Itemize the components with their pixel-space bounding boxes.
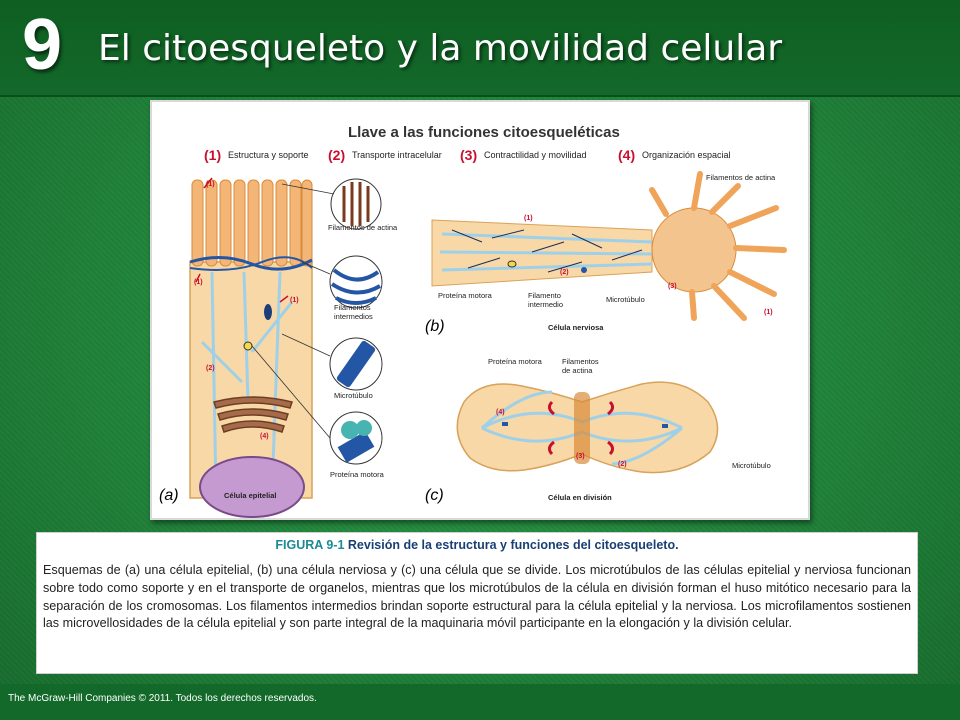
marker-c-2: (2) <box>618 461 627 468</box>
key-num-3: (3) <box>460 147 477 163</box>
label-a-intermediate-2: intermedios <box>334 312 373 321</box>
label-a-actin: Filamentos de actina <box>328 223 398 232</box>
label-b-intermediate-2: intermedio <box>528 300 563 309</box>
label-c-cell: Célula en división <box>548 493 612 502</box>
key-label-1: Estructura y soporte <box>228 150 309 160</box>
label-c-motor: Proteína motora <box>488 357 543 366</box>
caption-title: FIGURA 9-1 Revisión de la estructura y f… <box>37 538 917 552</box>
caption-body: Esquemas de (a) una célula epitelial, (b… <box>43 563 911 631</box>
label-b-intermediate-1: Filamento <box>528 291 561 300</box>
label-b-microtubule: Microtúbulo <box>606 295 645 304</box>
panel-a-labels: Filamentos de actina Filamentos intermed… <box>224 223 398 500</box>
slide-header: 9 El citoesqueleto y la movilidad celula… <box>0 0 960 97</box>
panel-b-labels: Filamentos de actina Proteína motora Fil… <box>438 173 776 332</box>
panel-letter-b: (b) <box>422 318 448 336</box>
marker-b-3: (3) <box>668 283 677 290</box>
marker-a-2: (2) <box>206 365 215 372</box>
key-label-3: Contractilidad y movilidad <box>484 150 587 160</box>
figure-panel: Llave a las funciones citoesqueléticas (… <box>150 100 810 520</box>
caption-figure-description: Revisión de la estructura y funciones de… <box>347 538 679 552</box>
label-c-microtubule: Microtúbulo <box>732 461 771 470</box>
panel-c-labels: Proteína motora Filamentos de actina Mic… <box>488 357 771 502</box>
marker-c-3: (3) <box>576 453 585 460</box>
label-b-cell: Célula nerviosa <box>548 323 604 332</box>
panel-letter-c: (c) <box>422 487 447 505</box>
label-c-actin-1: Filamentos <box>562 357 599 366</box>
slide-title: El citoesqueleto y la movilidad celular <box>98 28 783 69</box>
copyright-notice: The McGraw-Hill Companies © 2011. Todos … <box>8 693 317 704</box>
label-a-motor: Proteína motora <box>330 470 385 479</box>
marker-b-1b: (1) <box>764 309 773 316</box>
marker-a-1b: (1) <box>194 279 203 286</box>
marker-c-4: (4) <box>496 409 505 416</box>
function-key: (1) Estructura y soporte (2) Transporte … <box>204 147 731 163</box>
label-a-microtubule: Microtúbulo <box>334 391 373 400</box>
key-num-2: (2) <box>328 147 345 163</box>
label-b-motor: Proteína motora <box>438 291 493 300</box>
key-label-4: Organización espacial <box>642 150 731 160</box>
label-a-cell: Célula epitelial <box>224 491 277 500</box>
marker-a-1c: (1) <box>290 297 299 304</box>
panel-b-markers: (1) (2) (3) (1) <box>524 215 773 316</box>
panel-a-markers: (1) (1) (1) (2) (4) <box>194 181 299 440</box>
epithelial-cell-illustration <box>189 177 383 518</box>
cytoskeleton-diagram: Llave a las funciones citoesqueléticas (… <box>189 124 787 518</box>
label-a-intermediate-1: Filamentos <box>334 303 371 312</box>
key-label-2: Transporte intracelular <box>352 150 442 160</box>
marker-a-1a: (1) <box>206 181 215 188</box>
key-title: Llave a las funciones citoesqueléticas <box>348 124 620 141</box>
key-num-4: (4) <box>618 147 635 163</box>
nerve-cell-illustration <box>431 171 787 321</box>
panel-c-markers: (4) (3) (2) <box>496 409 627 468</box>
figure-caption: FIGURA 9-1 Revisión de la estructura y f… <box>36 532 918 674</box>
label-c-actin-2: de actina <box>562 366 593 375</box>
chapter-number: 9 <box>22 5 63 85</box>
marker-b-1a: (1) <box>524 215 533 222</box>
marker-b-2: (2) <box>560 269 569 276</box>
dividing-cell-illustration <box>456 381 719 474</box>
slide-footer <box>0 684 960 720</box>
panel-letter-a: (a) <box>156 487 182 505</box>
marker-a-4: (4) <box>260 433 269 440</box>
caption-figure-number: FIGURA 9-1 <box>275 538 345 552</box>
label-b-actin: Filamentos de actina <box>706 173 776 182</box>
key-num-1: (1) <box>204 147 221 163</box>
